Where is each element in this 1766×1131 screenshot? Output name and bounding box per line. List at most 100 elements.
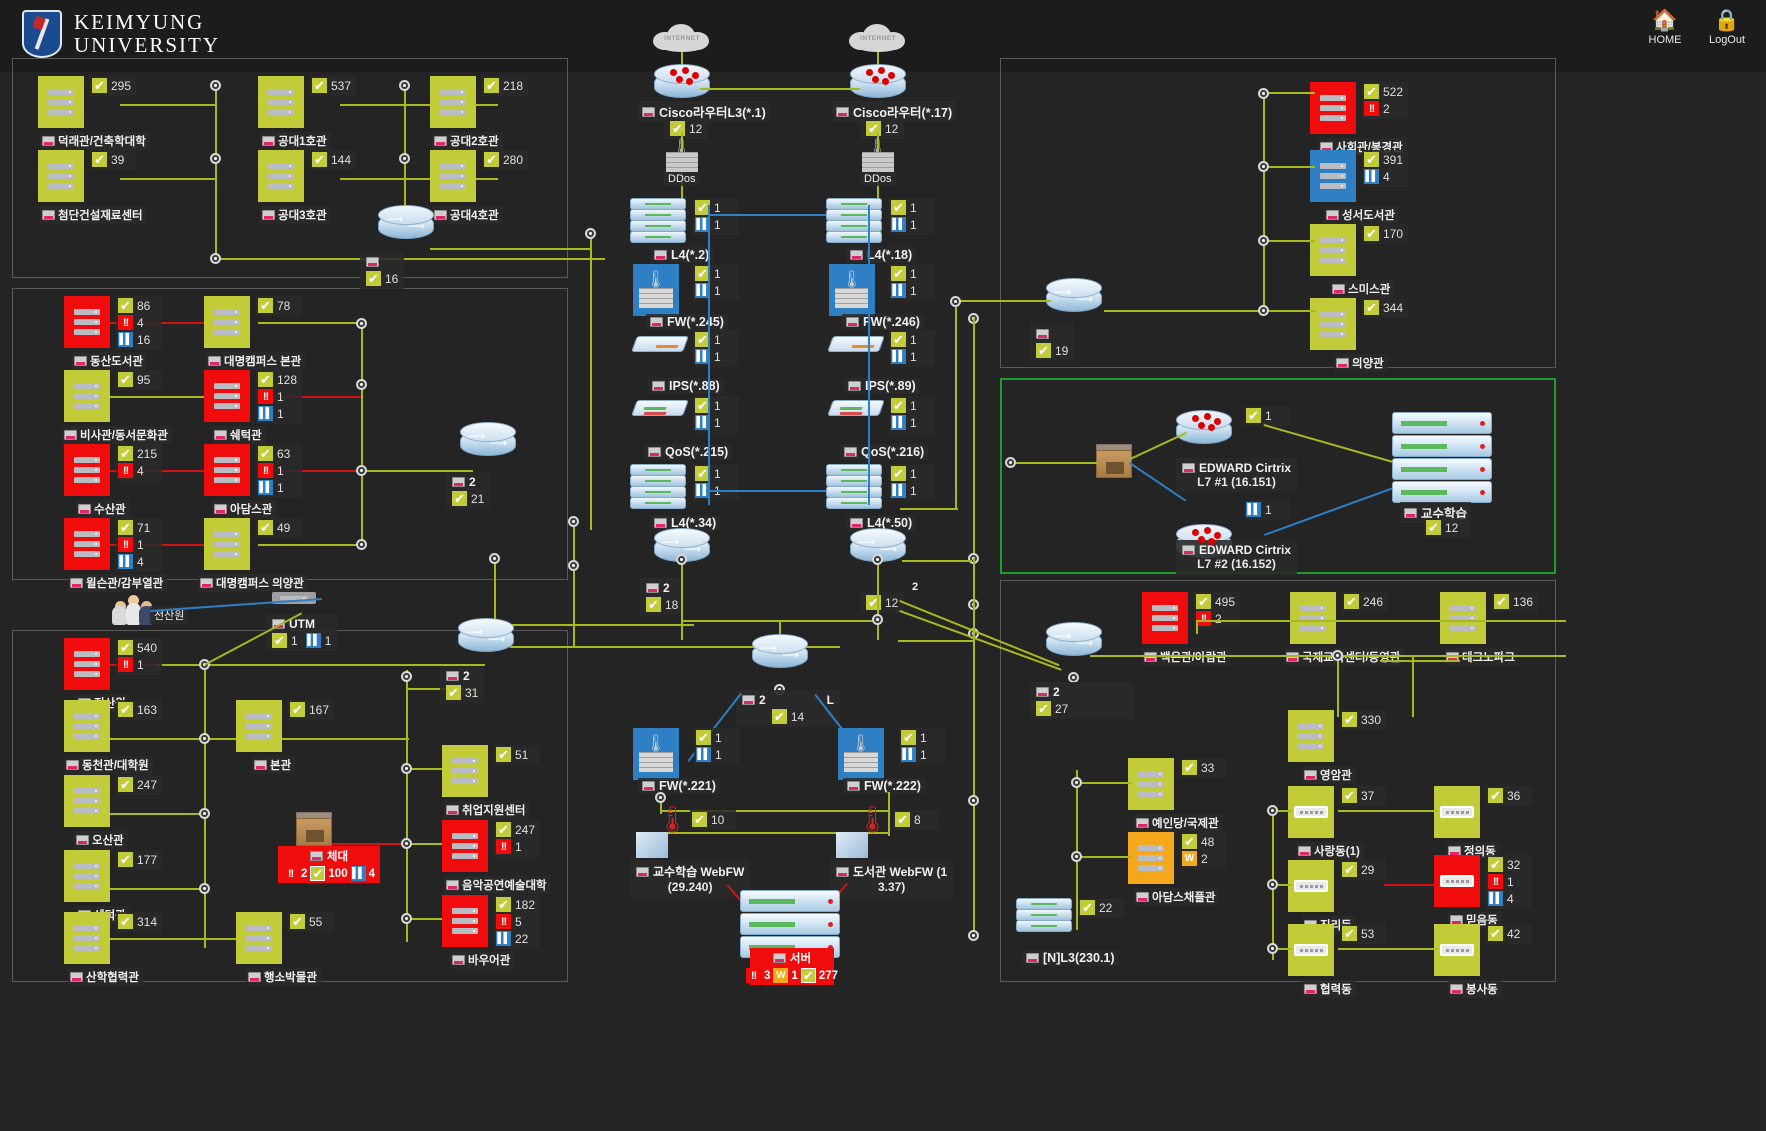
node-switch[interactable]: ✔36 정의동 bbox=[1434, 786, 1532, 860]
node-building[interactable]: ✔247 !!1 음악공연예술대학 bbox=[442, 820, 551, 894]
device-box[interactable] bbox=[204, 518, 250, 570]
device-box[interactable] bbox=[430, 150, 476, 202]
webfw-right-icon[interactable]: 🌡 bbox=[836, 806, 890, 860]
device-box[interactable] bbox=[38, 150, 84, 202]
node-switch[interactable]: ✔53 협력동 bbox=[1288, 924, 1386, 998]
device-box[interactable] bbox=[1310, 150, 1356, 202]
switch-box[interactable] bbox=[1288, 924, 1334, 976]
device-box[interactable] bbox=[64, 518, 110, 570]
node-building[interactable]: ✔63 !!1 ▌▌1 아담스관 bbox=[204, 444, 302, 518]
device-box[interactable] bbox=[1440, 592, 1486, 644]
device-box[interactable] bbox=[1310, 224, 1356, 276]
switch-box[interactable] bbox=[1288, 860, 1334, 912]
node-building[interactable]: ✔51 취업지원센터 bbox=[442, 745, 540, 819]
node-building[interactable]: ✔218 공대2호관 bbox=[430, 76, 529, 150]
node-building[interactable]: ✔495 !!2 백은관/아람관 bbox=[1142, 592, 1241, 666]
device-box[interactable] bbox=[204, 370, 250, 422]
router-icon[interactable]: ⟶ ⟶ bbox=[1046, 278, 1102, 318]
node-switch[interactable]: ✔37 사랑동(1) bbox=[1288, 786, 1386, 860]
fw-icon[interactable]: 🌡 bbox=[829, 264, 875, 316]
node-building[interactable]: ✔540 !!1 전산원 bbox=[64, 638, 163, 712]
device-box[interactable] bbox=[204, 296, 250, 348]
node-building[interactable]: ✔280 공대4호관 bbox=[430, 150, 529, 224]
router-icon[interactable]: ⟶ ⟶ bbox=[460, 422, 516, 462]
node-building[interactable]: ✔247 오산관 bbox=[64, 775, 163, 849]
webfw-left-icon[interactable]: 🌡 bbox=[636, 806, 690, 860]
device-box[interactable] bbox=[64, 912, 110, 964]
device-box[interactable] bbox=[64, 370, 110, 422]
node-building[interactable]: ✔177 쉐턱관 bbox=[64, 850, 163, 924]
citrix-server-stack[interactable] bbox=[1392, 412, 1492, 516]
node-building[interactable]: ✔144 공대3호관 bbox=[258, 150, 357, 224]
distribution-router[interactable]: ⟶ ⟶ bbox=[752, 634, 808, 674]
device-box[interactable] bbox=[1290, 592, 1336, 644]
node-building[interactable]: ✔128 !!1 ▌▌1 쉐턱관 bbox=[204, 370, 303, 444]
device-box[interactable] bbox=[204, 444, 250, 496]
node-building[interactable]: ✔39 첨단건설재료센터 bbox=[38, 150, 147, 224]
node-switch[interactable]: ✔29 진리동 bbox=[1288, 860, 1386, 934]
node-building[interactable]: ✔33 예인당/국제관 bbox=[1128, 758, 1226, 832]
device-box[interactable] bbox=[1310, 298, 1356, 350]
l4b-icon[interactable] bbox=[630, 464, 686, 510]
router-icon[interactable]: ⟶ ⟶ bbox=[1046, 622, 1102, 662]
device-box[interactable] bbox=[258, 150, 304, 202]
node-building[interactable]: ✔182 !!5 ▌▌22 바우어관 bbox=[442, 895, 541, 969]
device-box[interactable] bbox=[64, 296, 110, 348]
device-box[interactable] bbox=[236, 700, 282, 752]
device-box[interactable] bbox=[64, 775, 110, 827]
node-building[interactable]: ✔136 테크노파크 bbox=[1440, 592, 1539, 666]
node-switch[interactable]: ✔42 봉사동 bbox=[1434, 924, 1532, 998]
node-building[interactable]: ✔86 !!4 ▌▌16 동산도서관 bbox=[64, 296, 162, 370]
node-building[interactable]: ✔330 영암관 bbox=[1288, 710, 1387, 784]
device-box[interactable] bbox=[442, 895, 488, 947]
node-building[interactable]: ✔246 국제교육센터/동영관 bbox=[1284, 592, 1405, 666]
device-box[interactable] bbox=[442, 745, 488, 797]
device-box[interactable] bbox=[258, 76, 304, 128]
node-building[interactable]: ✔71 !!1 ▌▌4 윌슨관/감부열관 bbox=[64, 518, 168, 592]
switch-box[interactable] bbox=[1434, 855, 1480, 907]
node-building[interactable]: ✔215 !!4 수산관 bbox=[64, 444, 163, 518]
cisco-router-icon[interactable] bbox=[850, 64, 906, 104]
device-box[interactable] bbox=[64, 444, 110, 496]
device-box[interactable] bbox=[430, 76, 476, 128]
router-icon[interactable]: ⟶ ⟶ bbox=[378, 205, 434, 245]
switch-box[interactable] bbox=[1288, 786, 1334, 838]
node-building[interactable]: ✔49 대명캠퍼스 의양관 bbox=[198, 518, 308, 592]
qos-icon[interactable] bbox=[631, 400, 689, 422]
device-box[interactable] bbox=[442, 820, 488, 872]
fw-222-box[interactable]: 🌡 bbox=[838, 728, 884, 780]
device-box[interactable] bbox=[236, 912, 282, 964]
home-button[interactable]: 🏠 HOME bbox=[1638, 8, 1692, 46]
citrix-router-1[interactable] bbox=[1176, 410, 1232, 450]
node-building[interactable]: ✔78 대명캠퍼스 본관 bbox=[204, 296, 306, 370]
qos-icon[interactable] bbox=[827, 400, 885, 422]
router-icon[interactable]: ⟶ ⟶ bbox=[458, 618, 514, 658]
node-building[interactable]: ✔295 덕래관/건축학대학 bbox=[38, 76, 150, 150]
switch-box[interactable] bbox=[1434, 786, 1480, 838]
node-building[interactable]: ✔522 !!2 사회관/봉경관 bbox=[1310, 82, 1409, 156]
node-building[interactable]: ✔344 의양관 bbox=[1310, 298, 1409, 372]
device-box[interactable] bbox=[64, 700, 110, 752]
ips-icon[interactable] bbox=[631, 336, 689, 358]
ips-icon[interactable] bbox=[827, 336, 885, 358]
node-building[interactable]: ✔170 스미스관 bbox=[1310, 224, 1409, 298]
node-building[interactable]: ✔95 비사관/동서문화관 bbox=[62, 370, 172, 444]
device-box[interactable] bbox=[64, 638, 110, 690]
device-box[interactable] bbox=[64, 850, 110, 902]
cisco-router-icon[interactable] bbox=[654, 64, 710, 104]
fw-icon[interactable]: 🌡 bbox=[633, 264, 679, 316]
node-building[interactable]: ✔167 본관 bbox=[236, 700, 335, 774]
fw-221-box[interactable]: 🌡 bbox=[633, 728, 679, 780]
l4-icon[interactable] bbox=[826, 198, 882, 244]
node-building[interactable]: ✔163 동천관/대학원 bbox=[64, 700, 163, 774]
device-box[interactable] bbox=[38, 76, 84, 128]
device-box[interactable] bbox=[1128, 832, 1174, 884]
node-switch[interactable]: ✔32 !!1 ▌▌4 믿음동 bbox=[1434, 855, 1532, 929]
device-box[interactable] bbox=[1310, 82, 1356, 134]
device-box[interactable] bbox=[1288, 710, 1334, 762]
node-building[interactable]: ✔391 ▌▌4 성서도서관 bbox=[1310, 150, 1409, 224]
device-box[interactable] bbox=[1142, 592, 1188, 644]
l4b-icon[interactable] bbox=[826, 464, 882, 510]
